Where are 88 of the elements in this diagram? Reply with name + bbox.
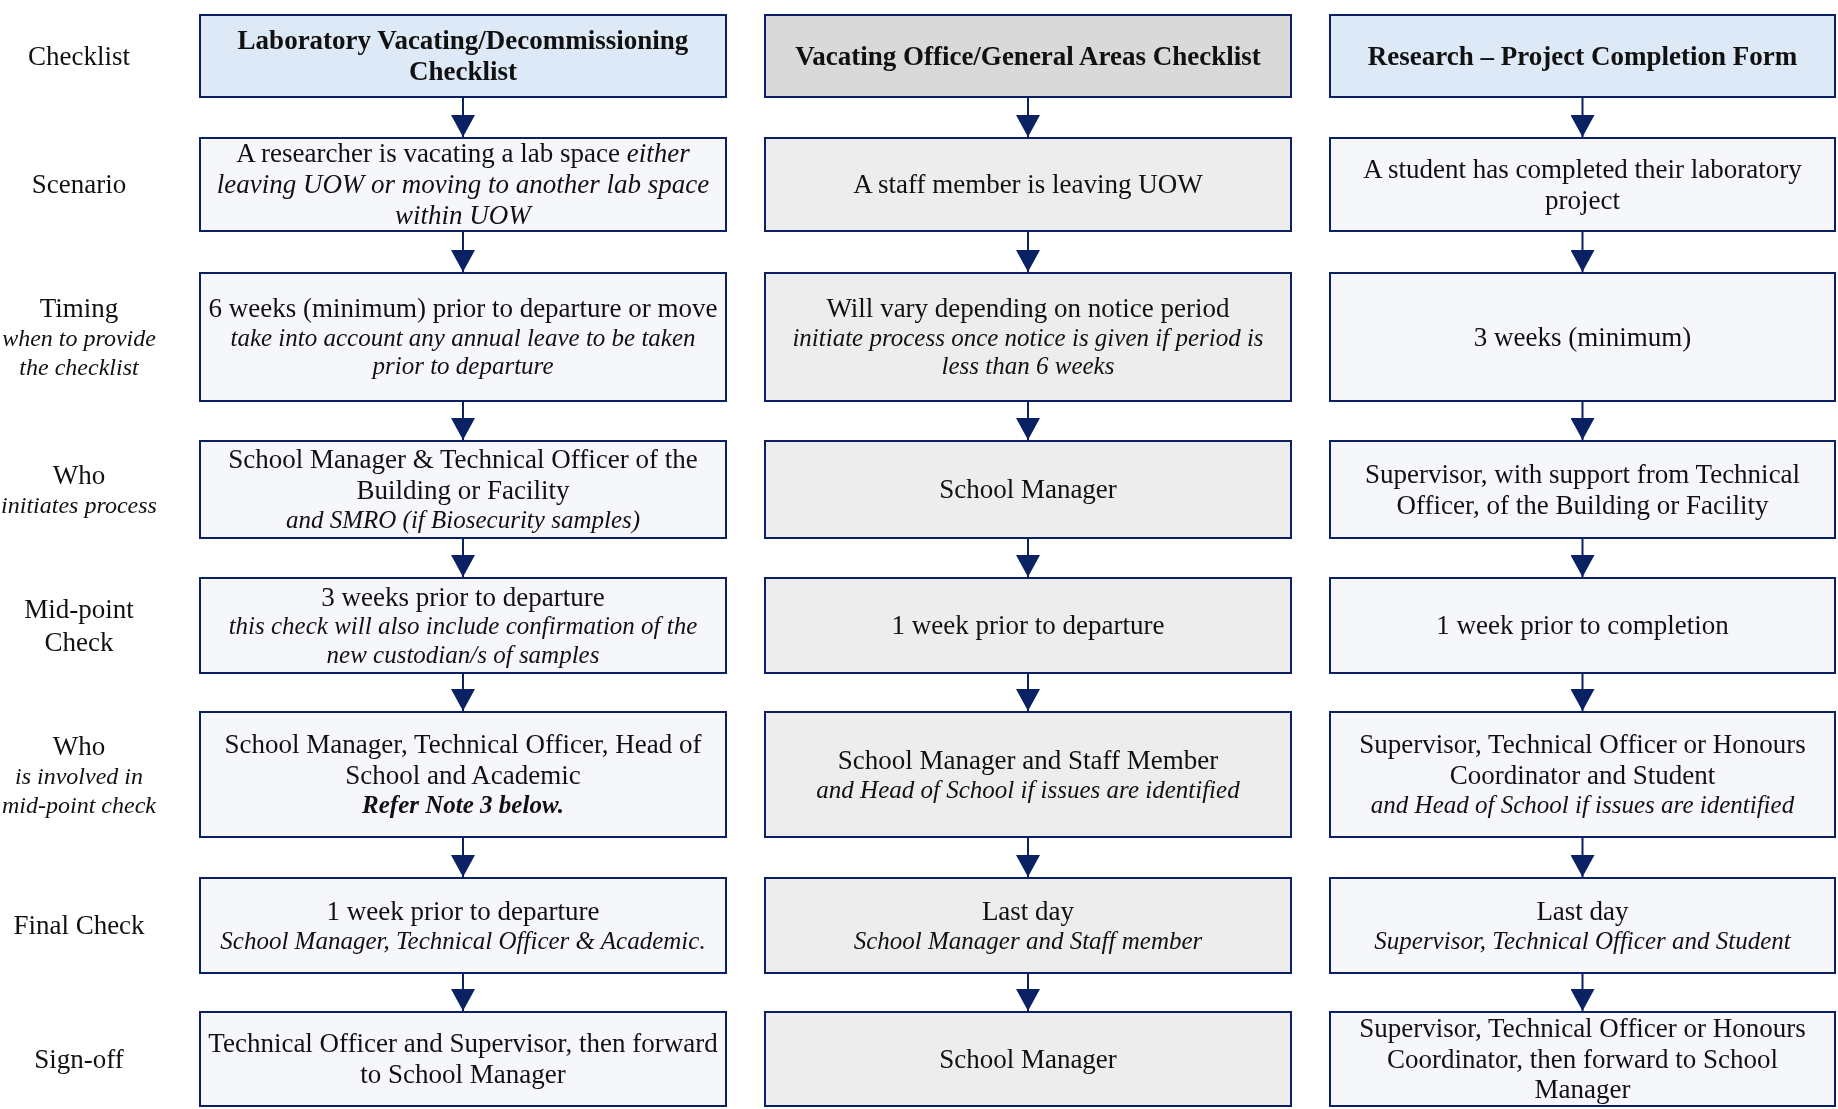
- row-label: Mid-point Check: [23, 593, 135, 658]
- arrow: [451, 231, 475, 273]
- row-label: Who: [52, 729, 106, 762]
- header-box: [1329, 14, 1836, 98]
- box-text: initiate process once notice is given if period is less than 6 weeks: [791, 323, 1265, 381]
- arrow: [1016, 231, 1040, 273]
- process-box: [764, 440, 1292, 539]
- process-box: [199, 440, 727, 539]
- header-box: [764, 14, 1292, 98]
- column-heading: Research – Project Completion Form: [1367, 40, 1798, 72]
- process-box: [1329, 711, 1836, 838]
- arrow: [1570, 231, 1595, 273]
- box-text: School Manager, Technical Officer & Academic.: [220, 926, 706, 956]
- row-label: Sign-off: [34, 1042, 124, 1076]
- process-box: [199, 877, 727, 974]
- box-text: Supervisor, Technical Officer or Honours Coordinator, then forward to School Manager: [1358, 1012, 1807, 1106]
- process-box: [199, 577, 727, 674]
- row-label: Final Check: [13, 909, 145, 942]
- arrow: [1570, 401, 1595, 441]
- arrow: [1016, 538, 1040, 578]
- arrow: [451, 837, 475, 878]
- box-text: School Manager & Technical Officer of the Building or Facility: [227, 444, 699, 506]
- process-box: [199, 711, 727, 838]
- box-text: Technical Officer and Supervisor, then forward to School Manager: [207, 1028, 719, 1090]
- process-box: [1329, 577, 1836, 674]
- row-label: initiates process: [1, 491, 157, 521]
- column-heading: Vacating Office/General Areas Checklist: [795, 40, 1261, 72]
- row-label: Who: [52, 458, 106, 492]
- process-box: [764, 1011, 1292, 1107]
- arrow: [1570, 973, 1595, 1012]
- box-text: Supervisor, Technical Officer and Student: [1374, 926, 1791, 956]
- arrow: [1570, 97, 1595, 138]
- process-box: [1329, 877, 1836, 974]
- arrow: [1570, 673, 1595, 712]
- arrow: [451, 673, 475, 712]
- box-text: A student has completed their laboratory project: [1362, 153, 1803, 216]
- box-text: School Manager and Staff member: [853, 926, 1203, 956]
- process-box: [764, 711, 1292, 838]
- box-text: A staff member is leaving UOW: [853, 169, 1203, 200]
- box-text: Refer Note 3 below.: [362, 791, 564, 820]
- header-box: [199, 14, 727, 98]
- box-text: take into account any annual leave to be taken prior to departure: [229, 323, 697, 381]
- box-text: School Manager: [939, 1043, 1117, 1075]
- process-box: [199, 1011, 727, 1107]
- arrow: [1570, 837, 1595, 878]
- row-label: when to provide the checklist: [1, 324, 157, 382]
- box-text: School Manager and Staff Member: [837, 744, 1219, 776]
- arrow: [451, 401, 475, 441]
- process-box: [1329, 272, 1836, 402]
- box-text: A researcher is vacating a lab space either leaving UOW or moving to another lab space within UOW: [215, 138, 711, 231]
- process-box: [1329, 440, 1836, 539]
- box-text: 3 weeks (minimum): [1473, 321, 1692, 353]
- box-text: 6 weeks (minimum) prior to departure or move: [208, 293, 718, 324]
- box-text: School Manager: [939, 474, 1117, 505]
- process-box: [764, 137, 1292, 232]
- arrow: [1016, 401, 1040, 441]
- arrow: [1016, 97, 1040, 138]
- arrow: [451, 973, 475, 1012]
- box-text: 1 week prior to completion: [1436, 610, 1729, 641]
- row-label: Scenario: [31, 168, 127, 201]
- arrow: [1016, 673, 1040, 712]
- box-text: Will vary depending on notice period: [826, 293, 1230, 324]
- box-text: Last day: [981, 895, 1075, 927]
- box-text: 3 weeks prior to departure: [321, 581, 605, 613]
- box-text: School Manager, Technical Officer, Head of School and Academic: [223, 729, 703, 791]
- box-text: and Head of School if issues are identified: [816, 775, 1240, 805]
- process-box: [199, 272, 727, 402]
- process-box: [764, 877, 1292, 974]
- box-text: and SMRO (if Biosecurity samples): [285, 506, 641, 535]
- process-box: [1329, 137, 1836, 232]
- arrow: [451, 97, 475, 138]
- arrow: [1016, 837, 1040, 878]
- box-text: Last day: [1536, 895, 1629, 927]
- arrow: [1570, 538, 1595, 578]
- process-box: [764, 577, 1292, 674]
- box-text: and Head of School if issues are identified: [1370, 791, 1795, 820]
- box-text: 1 week prior to departure: [891, 610, 1165, 641]
- box-text: Supervisor, with support from Technical Officer, of the Building or Facility: [1363, 458, 1802, 521]
- row-label: Timing: [39, 292, 119, 325]
- box-text: this check will also include confirmation of the new custodian/s of samples: [227, 612, 699, 670]
- arrow: [1016, 973, 1040, 1012]
- box-text: 1 week prior to departure: [326, 895, 600, 927]
- row-label: Checklist: [28, 39, 130, 73]
- row-label: is involved in mid-point check: [1, 761, 157, 820]
- process-box: [764, 272, 1292, 402]
- arrow: [451, 538, 475, 578]
- column-heading: Laboratory Vacating/Decommissioning Checklist: [236, 25, 690, 87]
- box-text: Supervisor, Technical Officer or Honours Coordinator and Student: [1358, 729, 1807, 791]
